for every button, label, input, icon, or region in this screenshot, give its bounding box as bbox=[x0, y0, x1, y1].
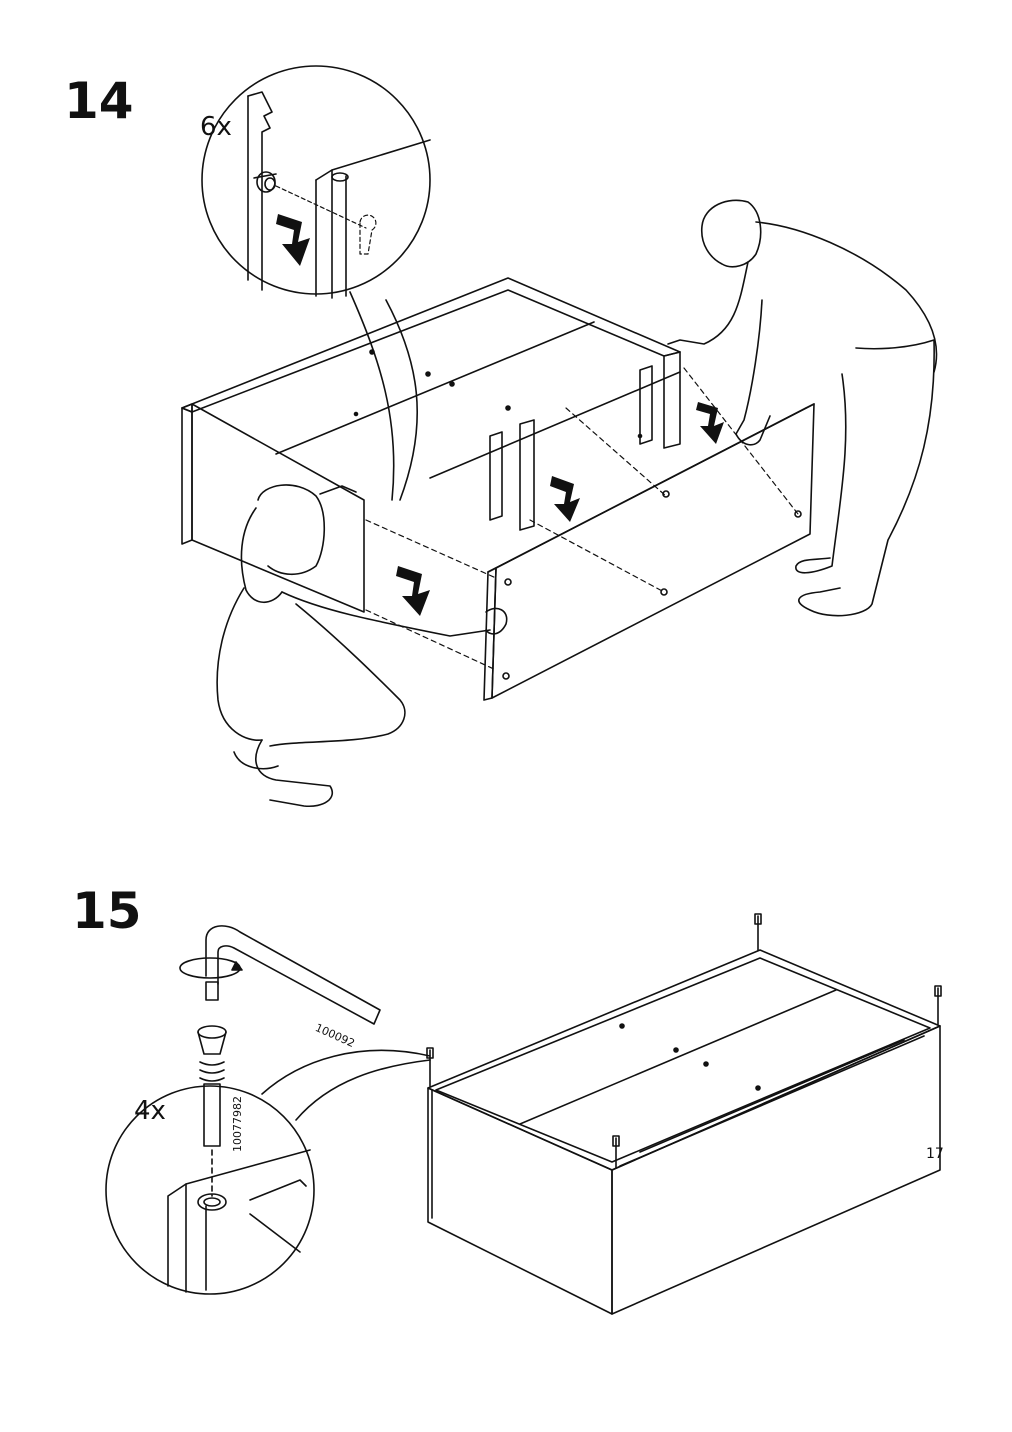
step-14-number: 14 bbox=[64, 72, 134, 130]
step-14-man-figure bbox=[667, 199, 938, 617]
step-15-allen-key bbox=[179, 925, 381, 1025]
step-14-cabinet-frame bbox=[181, 277, 681, 613]
step-14-quantity: 6x bbox=[200, 112, 232, 142]
step-14-arrows bbox=[276, 214, 724, 616]
step-14-front-panel bbox=[365, 367, 815, 701]
step-15-cabinet-box bbox=[426, 913, 942, 1315]
step-15-detail-circle bbox=[105, 1049, 431, 1295]
step-15-screw bbox=[197, 1025, 227, 1197]
step-15-quantity: 4x bbox=[134, 1096, 166, 1126]
step-14-detail-circle bbox=[201, 65, 431, 501]
step-15-number: 15 bbox=[72, 882, 142, 940]
step-14-woman-figure bbox=[216, 484, 508, 808]
